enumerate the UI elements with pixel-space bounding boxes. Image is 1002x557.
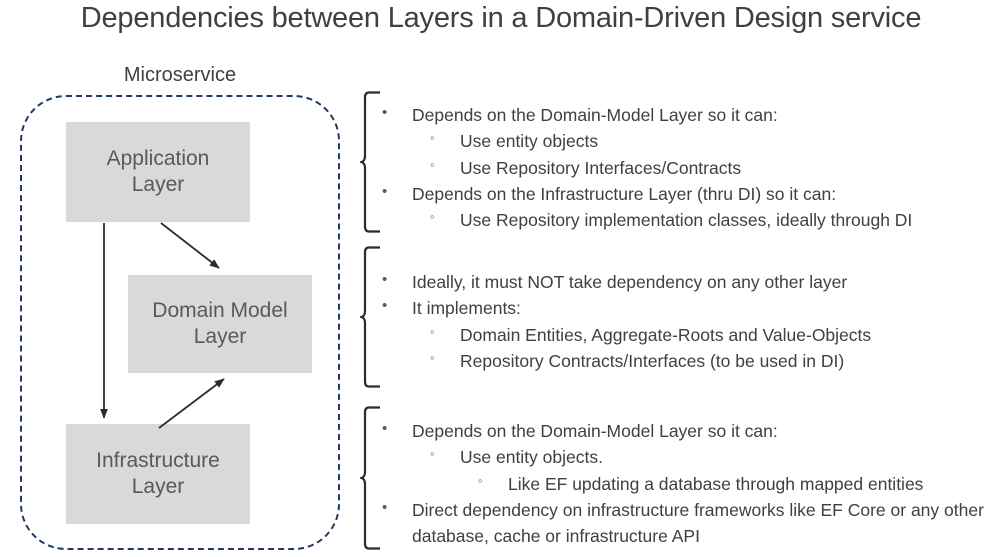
bullet-marker-icon: ◦ <box>478 472 483 488</box>
bullet-item: • Depends on the Domain-Model Layer so it… <box>380 418 1000 444</box>
bullet-marker-icon: ◦ <box>430 349 435 365</box>
page-title: Dependencies between Layers in a Domain-… <box>80 2 922 34</box>
bullet-text: Ideally, it must NOT take dependency on … <box>412 272 848 292</box>
bullet-item: ◦ Use entity objects <box>380 128 1000 154</box>
bullet-marker-icon: • <box>382 104 388 121</box>
bullet-text: Depends on the Domain-Model Layer so it … <box>412 421 778 441</box>
brace-domain-model-layer <box>360 246 382 388</box>
bullet-item: ◦ Use entity objects. <box>380 444 1000 470</box>
domain-model-layer-notes: • Ideally, it must NOT take dependency on… <box>380 269 1000 374</box>
bullet-text: Use entity objects. <box>460 447 603 468</box>
bullet-marker-icon: ◦ <box>430 130 435 146</box>
bullet-marker-icon: • <box>382 271 388 288</box>
domain-model-layer-box: Domain Model Layer <box>128 275 312 373</box>
bullet-text: Direct dependency on infrastructure fram… <box>412 499 984 546</box>
bullet-text: Use Repository implementation classes, i… <box>460 210 913 230</box>
infrastructure-layer-notes: • Depends on the Domain-Model Layer so it… <box>380 418 1000 549</box>
bullet-marker-icon: ◦ <box>430 323 435 339</box>
domain-model-layer-line1: Domain Model <box>152 298 288 322</box>
bullet-marker-icon: ◦ <box>430 446 435 462</box>
brace-infrastructure-layer <box>360 406 382 550</box>
application-layer-notes: • Depends on the Domain-Model Layer so it… <box>380 102 1000 233</box>
bullet-item: ◦ Use Repository Interfaces/Contracts <box>380 155 1000 181</box>
microservice-label: Microservice <box>123 64 237 86</box>
infrastructure-layer-line1: Infrastructure <box>96 448 220 472</box>
bullet-marker-icon: • <box>382 498 388 516</box>
brace-application-layer <box>360 91 382 233</box>
microservice-boundary <box>20 95 340 550</box>
bullet-item: • Depends on the Infrastructure Layer (th… <box>380 181 1000 207</box>
bullet-item: • It implements: <box>380 295 1000 321</box>
bullet-item: ◦ Repository Contracts/Interfaces (to be … <box>380 348 1000 374</box>
bullet-item: ◦ Use Repository implementation classes, … <box>380 207 1000 233</box>
bullet-text: Repository Contracts/Interfaces (to be u… <box>460 350 845 371</box>
domain-model-layer-line2: Layer <box>193 325 247 348</box>
bullet-text: Depends on the Infrastructure Layer (thr… <box>412 183 837 204</box>
bullet-item: ◦ Domain Entities, Aggregate-Roots and Va… <box>380 322 1000 348</box>
bullet-text: Domain Entities, Aggregate-Roots and Val… <box>460 324 872 345</box>
bullet-item: ◦ Like EF updating a database through map… <box>380 471 1000 497</box>
bullet-item: • Ideally, it must NOT take dependency on… <box>380 269 1000 295</box>
application-layer-line2: Layer <box>131 173 185 196</box>
bullet-text: Use Repository Interfaces/Contracts <box>460 157 742 178</box>
bullet-marker-icon: • <box>382 420 388 437</box>
bullet-text: Like EF updating a database through mapp… <box>508 473 924 494</box>
bullet-marker-icon: ◦ <box>430 209 435 224</box>
bullet-item: • Depends on the Domain-Model Layer so it… <box>380 102 1000 128</box>
bullet-marker-icon: • <box>382 182 388 200</box>
infrastructure-layer-line2: Layer <box>131 475 185 498</box>
application-layer-box: Application Layer <box>66 122 250 222</box>
bullet-text: Use entity objects <box>460 131 599 152</box>
bullet-marker-icon: • <box>382 297 388 315</box>
application-layer-line1: Application <box>106 146 210 170</box>
bullet-text: Depends on the Domain-Model Layer so it … <box>412 105 778 125</box>
bullet-marker-icon: ◦ <box>430 156 435 172</box>
infrastructure-layer-box: Infrastructure Layer <box>66 424 250 524</box>
bullet-item: • Direct dependency on infrastructure fra… <box>380 497 1000 550</box>
bullet-text: It implements: <box>412 298 521 319</box>
